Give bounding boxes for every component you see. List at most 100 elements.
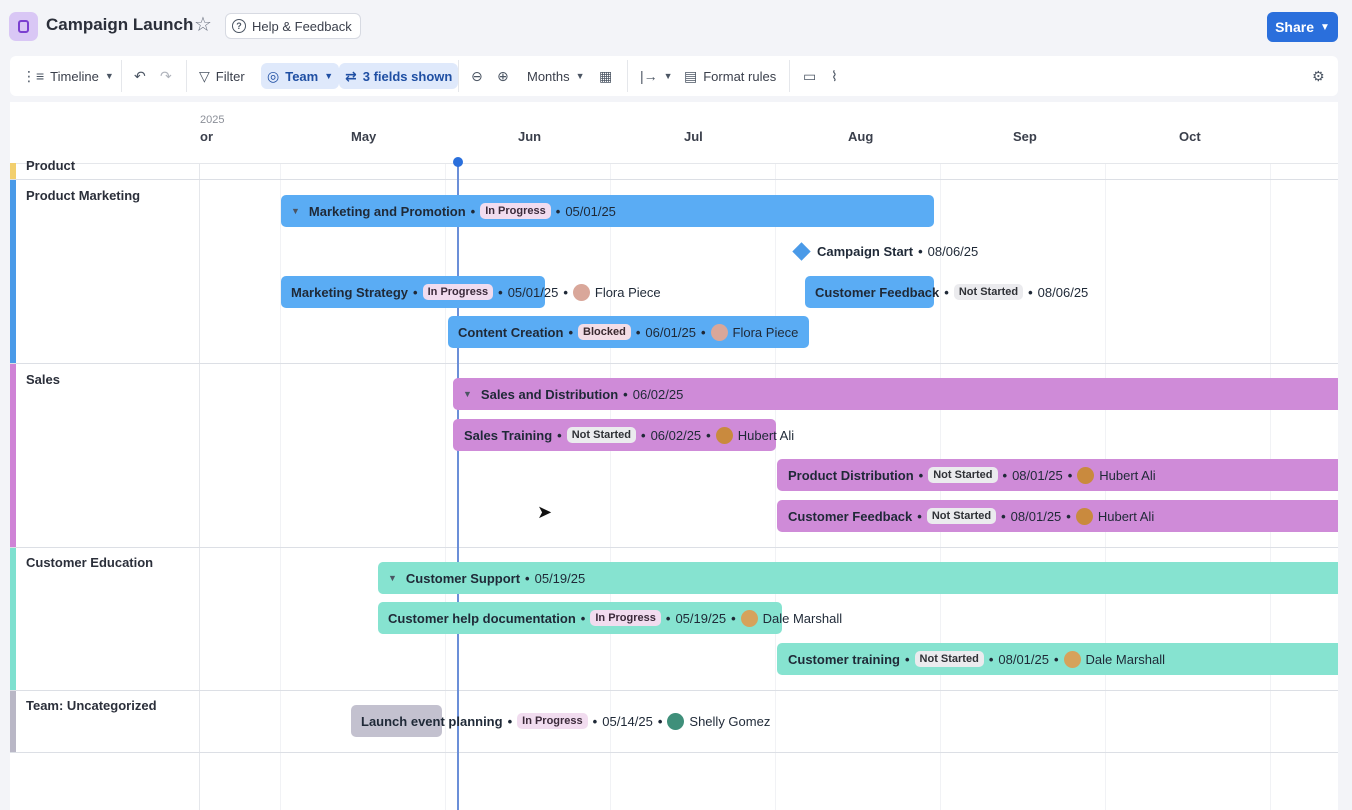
task-bar[interactable]: [777, 500, 1338, 532]
task-item[interactable]: Customer help documentation• In Progress…: [388, 609, 843, 627]
today-marker[interactable]: [453, 157, 463, 167]
task-item[interactable]: Marketing Strategy• In Progress• 05/01/2…: [291, 283, 661, 301]
arrow-right-icon: |→: [640, 68, 658, 84]
month-label: Sep: [1013, 129, 1037, 144]
task-date: 08/06/25: [1037, 284, 1089, 300]
assignee-name: Shelly Gomez: [689, 713, 771, 729]
task-name: Campaign Start: [817, 243, 914, 259]
task-bar[interactable]: [777, 459, 1338, 491]
collapse-caret-icon[interactable]: ▼: [291, 206, 300, 216]
group-label-product-marketing: Product Marketing: [26, 188, 141, 203]
year-label: 2025: [200, 114, 225, 126]
app-icon[interactable]: [9, 12, 38, 41]
task-bar[interactable]: [805, 276, 934, 308]
month-label: or: [200, 129, 213, 144]
title-bar: Campaign Launch ☆ ? Help & Feedback Shar…: [0, 0, 1352, 54]
calendar-settings-button[interactable]: ▦: [593, 63, 618, 89]
task-date: 06/01/25: [645, 324, 696, 340]
assignee-name: Flora Piece: [594, 284, 661, 300]
status-badge: In Progress: [480, 203, 551, 219]
filter-button[interactable]: ▽ Filter: [193, 63, 251, 89]
timeline-view-button[interactable]: ⋮≡ Timeline ▼: [16, 63, 120, 89]
task-date: 08/06/25: [927, 243, 979, 259]
task-item[interactable]: Customer training• Not Started• 08/01/25…: [788, 650, 1166, 668]
zoom-out-button[interactable]: ⊖: [465, 63, 489, 89]
status-badge: Not Started: [566, 427, 636, 443]
group-icon: ◎: [267, 67, 280, 84]
task-item[interactable]: Sales Training• Not Started• 06/02/25• H…: [464, 426, 795, 444]
share-button[interactable]: Share ▼: [1267, 12, 1338, 42]
star-icon[interactable]: ☆: [194, 14, 212, 36]
task-bar[interactable]: [281, 195, 934, 227]
months-scale-select[interactable]: Months ▼: [521, 63, 591, 89]
redo-icon: ↷: [160, 67, 172, 84]
zoom-in-button[interactable]: ⊕: [491, 63, 515, 89]
task-bar[interactable]: [378, 602, 782, 634]
table-icon: ▤: [684, 67, 698, 84]
group-by-team-button[interactable]: ◎ Team ▼: [261, 63, 340, 89]
help-feedback-button[interactable]: ? Help & Feedback: [225, 13, 361, 39]
redo-button[interactable]: ↷: [154, 63, 178, 89]
attachments-button[interactable]: ⌇: [825, 63, 844, 89]
task-date: 08/01/25: [998, 651, 1049, 667]
format-rules-label: Format rules: [703, 68, 777, 84]
avatar: [667, 712, 685, 730]
assignee-name: Hubert Ali: [737, 427, 795, 443]
settings-button[interactable]: ⚙: [1306, 63, 1331, 89]
milestone-item[interactable]: Campaign Start• 08/06/25: [792, 235, 979, 267]
paperclip-icon: ⌇: [831, 67, 838, 84]
task-item[interactable]: Customer Feedback• Not Started• 08/01/25…: [788, 507, 1155, 525]
task-name: Customer Feedback: [788, 508, 913, 524]
task-item[interactable]: Customer Feedback• Not Started• 08/06/25: [815, 284, 1089, 300]
group-label-sales: Sales: [26, 372, 60, 387]
months-label: Months: [527, 68, 570, 84]
group-color-bar: [10, 163, 16, 179]
status-badge: Not Started: [928, 467, 998, 483]
zoom-out-icon: ⊖: [471, 67, 483, 84]
task-bar[interactable]: [453, 378, 1338, 410]
calendar-icon: ▦: [599, 67, 613, 84]
comments-button[interactable]: ▭: [797, 63, 822, 89]
task-date: 08/01/25: [1010, 508, 1062, 524]
undo-button[interactable]: ↶: [128, 63, 152, 89]
task-item[interactable]: Content Creation• Blocked• 06/01/25• Flo…: [458, 323, 799, 341]
task-item[interactable]: ▼ Marketing and Promotion• In Progress• …: [291, 203, 616, 219]
task-name: Customer training: [788, 651, 900, 667]
month-label: Oct: [1179, 129, 1201, 144]
assignee-name: Dale Marshall: [762, 610, 843, 626]
group-label-uncategorized: Team: Uncategorized: [26, 698, 157, 713]
dependencies-button[interactable]: |→ ▼: [634, 63, 679, 89]
task-bar[interactable]: [378, 562, 1338, 594]
comment-icon: ▭: [803, 67, 817, 84]
filter-label: Filter: [215, 68, 245, 84]
task-name: Marketing and Promotion: [308, 203, 466, 219]
collapse-caret-icon[interactable]: ▼: [463, 389, 472, 399]
month-label: Jun: [518, 129, 542, 144]
format-rules-button[interactable]: ▤ Format rules: [678, 63, 782, 89]
page-title: Campaign Launch: [46, 15, 194, 34]
chevron-down-icon: ▼: [324, 71, 334, 81]
chevron-down-icon: ▼: [104, 71, 114, 81]
task-name: Sales and Distribution: [480, 386, 619, 402]
assignee-name: Hubert Ali: [1097, 508, 1155, 524]
task-name: Customer Feedback: [815, 284, 940, 300]
collapse-caret-icon[interactable]: ▼: [388, 573, 397, 583]
task-item[interactable]: Launch event planning• In Progress• 05/1…: [361, 712, 771, 730]
task-item[interactable]: ▼ Customer Support• 05/19/25: [388, 570, 586, 586]
status-badge: Not Started: [953, 284, 1024, 300]
assignee-name: Flora Piece: [732, 324, 799, 340]
task-date: 05/19/25: [534, 570, 586, 586]
status-badge: In Progress: [517, 713, 588, 729]
task-item[interactable]: ▼ Sales and Distribution• 06/02/25: [463, 386, 684, 402]
status-badge: In Progress: [590, 610, 661, 626]
team-label: Team: [285, 68, 319, 84]
task-bar[interactable]: [281, 276, 545, 308]
task-item[interactable]: Product Distribution• Not Started• 08/01…: [788, 466, 1156, 484]
gear-icon: ⚙: [1312, 67, 1325, 84]
question-icon: ?: [232, 19, 246, 33]
task-bar[interactable]: [351, 705, 442, 737]
avatar: [740, 609, 758, 627]
fields-shown-button[interactable]: ⇄ 3 fields shown: [339, 63, 459, 89]
month-label: May: [351, 129, 377, 144]
task-bar[interactable]: [777, 643, 1338, 675]
